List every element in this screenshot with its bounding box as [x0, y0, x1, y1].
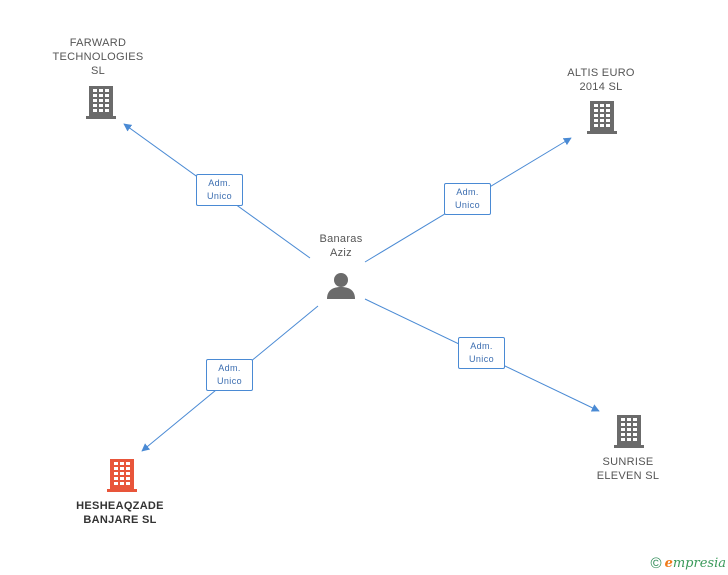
brand-logo: empresia: [665, 556, 726, 571]
company-name-line: SL: [90, 65, 106, 77]
relation-label-hesheaqzade[interactable]: Adm. Unico: [206, 359, 253, 391]
building-icon[interactable]: [587, 101, 617, 134]
company-label-hesheaqzade[interactable]: HESHEAQZADE BANJARE SL: [60, 499, 180, 527]
company-label-altis[interactable]: ALTIS EURO 2014 SL: [551, 66, 651, 94]
relation-label-sunrise[interactable]: Adm. Unico: [458, 337, 505, 369]
company-name-line: BANJARE SL: [83, 514, 157, 526]
person-icon[interactable]: [327, 273, 355, 299]
building-icon[interactable]: [86, 86, 116, 119]
relation-role: Unico: [454, 200, 480, 210]
relation-role: Adm.: [456, 187, 479, 197]
person-name[interactable]: Banaras Aziz: [301, 232, 381, 260]
footer-brand[interactable]: © empresia: [651, 555, 726, 572]
brand-rest: mpresia: [672, 556, 726, 571]
relation-role: Adm.: [470, 341, 493, 351]
company-label-farward[interactable]: FARWARD TECHNOLOGIES SL: [48, 36, 148, 78]
company-label-sunrise[interactable]: SUNRISE ELEVEN SL: [578, 455, 678, 483]
relation-label-altis[interactable]: Adm. Unico: [444, 183, 491, 215]
relation-role: Unico: [206, 191, 232, 201]
company-name-line: TECHNOLOGIES: [52, 51, 144, 63]
person-name-line2: Aziz: [330, 247, 352, 259]
relation-role: Unico: [468, 354, 494, 364]
relation-role: Unico: [216, 376, 242, 386]
company-name-line: HESHEAQZADE: [76, 500, 164, 512]
copyright-symbol: ©: [650, 555, 662, 572]
company-name-line: FARWARD: [69, 37, 127, 49]
relation-label-farward[interactable]: Adm. Unico: [196, 174, 243, 206]
building-icon[interactable]: [107, 459, 137, 492]
brand-initial: e: [664, 556, 673, 571]
relation-role: Adm.: [208, 178, 231, 188]
company-name-line: ELEVEN SL: [596, 470, 660, 482]
company-name-line: SUNRISE: [602, 456, 654, 468]
person-name-line1: Banaras: [319, 233, 363, 245]
company-name-line: 2014 SL: [579, 81, 623, 93]
relation-role: Adm.: [218, 363, 241, 373]
company-name-line: ALTIS EURO: [567, 67, 635, 79]
building-icon[interactable]: [614, 415, 644, 448]
